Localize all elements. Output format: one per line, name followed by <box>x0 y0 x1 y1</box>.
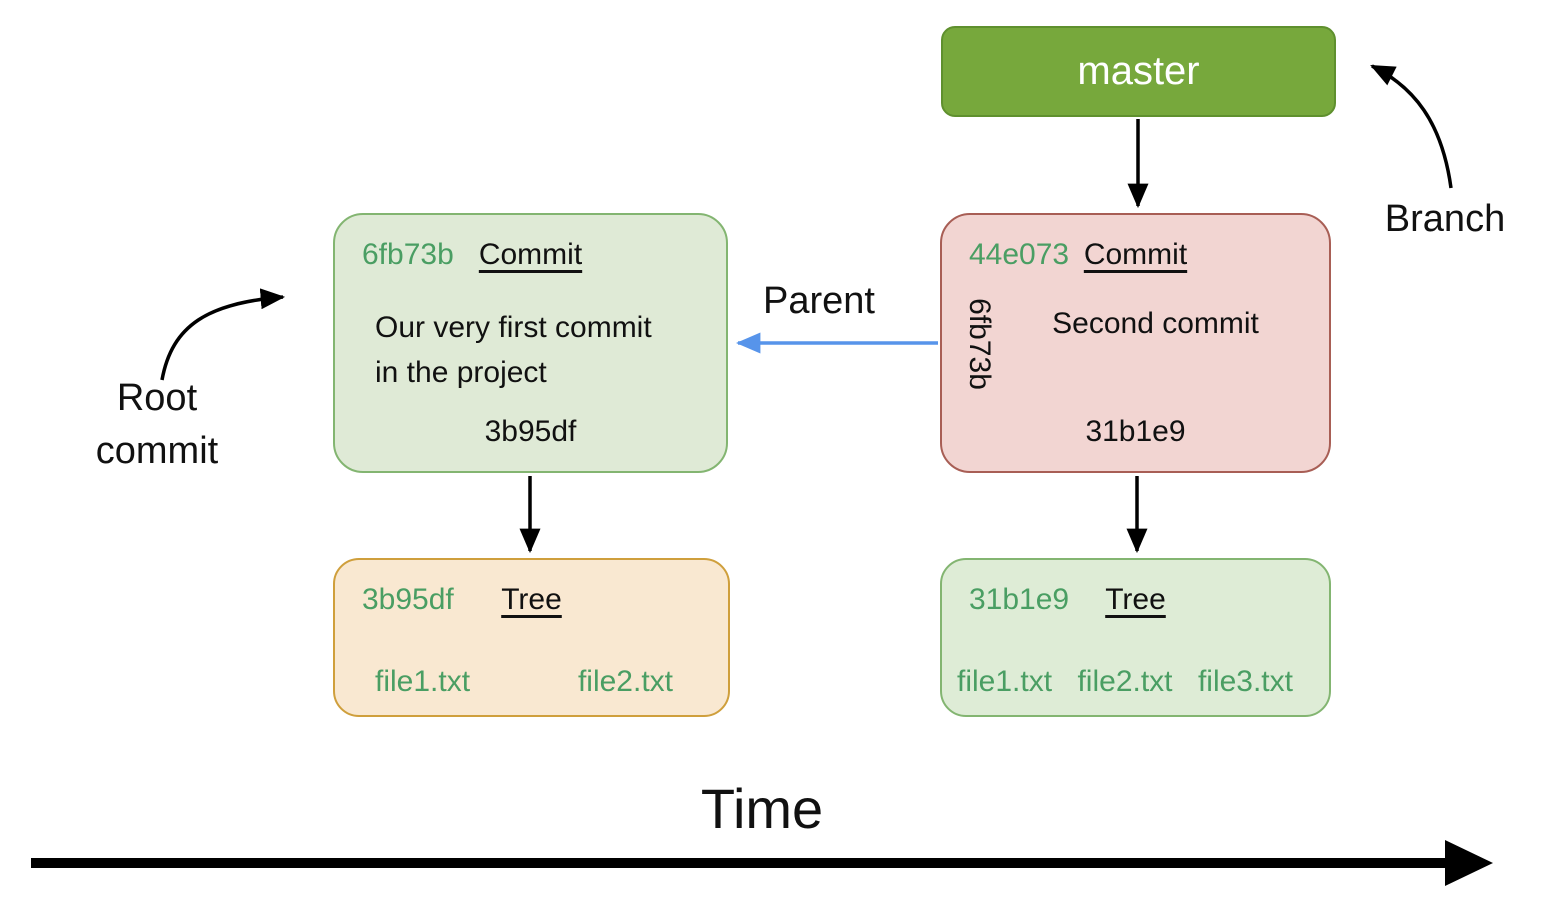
tree2-file-3: file3.txt <box>1197 665 1293 698</box>
commit1-hash: 6fb73b <box>362 238 454 271</box>
parent-label: Parent <box>763 280 875 322</box>
branch-label: Branch <box>1384 198 1506 240</box>
tree2-file-1: file1.txt <box>957 665 1053 698</box>
commit2-message: Second commit <box>1052 307 1259 340</box>
commit1-message: Our very first commit in the project <box>375 311 652 389</box>
time-axis-arrow <box>31 840 1493 886</box>
tree2-type-label: Tree <box>1105 583 1166 616</box>
tree1-file-2: file2.txt <box>577 665 673 698</box>
arrow-branch-annotation <box>1370 64 1453 189</box>
tree1-file-1: file1.txt <box>375 665 471 698</box>
branch-box-master: master <box>941 26 1336 117</box>
tree1-hash: 3b95df <box>362 583 454 616</box>
root-commit-label: Root commit <box>95 377 219 472</box>
tree2-file-2: file2.txt <box>1077 665 1173 698</box>
commit1-type-label: Commit <box>478 238 583 271</box>
commit1-tree-hash: 3b95df <box>484 415 577 448</box>
tree2-hash: 31b1e9 <box>969 583 1070 616</box>
commit-box-2: 44e073 Commit 6fb73b Second commit 31b1e… <box>940 213 1331 473</box>
time-label: Time <box>700 777 824 840</box>
tree2-files: file1.txt file2.txt file3.txt <box>942 665 1329 699</box>
tree-box-2: 31b1e9 Tree file1.txt file2.txt file3.tx… <box>940 558 1331 717</box>
branch-name: master <box>1077 49 1200 93</box>
tree1-type-label: Tree <box>501 583 562 616</box>
commit2-type-label: Commit <box>1083 238 1188 271</box>
commit-box-1: 6fb73b Commit Our very first commit in t… <box>333 213 728 473</box>
commit2-tree-hash: 31b1e9 <box>1085 415 1186 448</box>
commit2-hash: 44e073 <box>969 238 1070 271</box>
arrow-root-commit-annotation <box>160 288 286 381</box>
tree1-files: file1.txt file2.txt <box>335 665 728 699</box>
tree-box-1: 3b95df Tree file1.txt file2.txt <box>333 558 730 717</box>
